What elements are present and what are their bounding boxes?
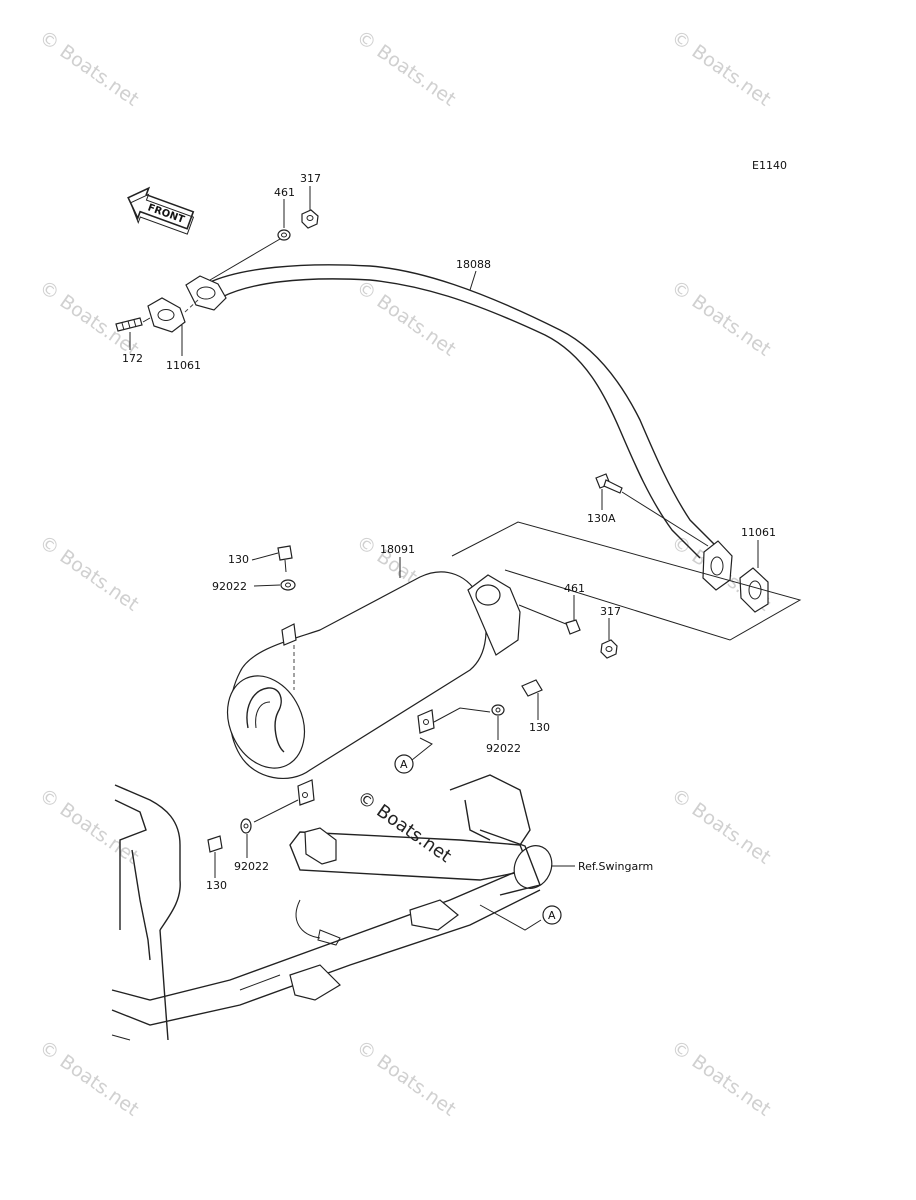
bolt-130-upper bbox=[277, 545, 293, 573]
label-washer-92022-right: 92022 bbox=[486, 742, 521, 755]
label-muffler: 18091 bbox=[380, 543, 415, 556]
callout-a-upper-label: A bbox=[400, 758, 408, 771]
stud-bolt bbox=[115, 317, 143, 332]
bolt-130-right bbox=[521, 679, 543, 697]
callout-a-upper: A bbox=[394, 754, 414, 774]
watermark: © Boats.net bbox=[667, 26, 775, 111]
washer-92022-right bbox=[491, 704, 505, 716]
label-washer-461-mid: 461 bbox=[564, 582, 585, 595]
watermark: © Boats.net bbox=[667, 276, 775, 361]
watermark: © Boats.net bbox=[35, 531, 143, 616]
muffler bbox=[226, 571, 521, 806]
watermark: © Boats.net bbox=[35, 276, 143, 361]
label-ref-swingarm: Ref.Swingarm bbox=[578, 860, 653, 873]
diagram-code: E1140 bbox=[752, 159, 787, 172]
watermark: © Boats.net bbox=[352, 1036, 460, 1121]
label-washer-top: 461 bbox=[274, 186, 295, 199]
nut-317-mid bbox=[600, 639, 618, 659]
watermark: © Boats.net bbox=[352, 276, 460, 361]
label-nut-top: 317 bbox=[300, 172, 321, 185]
callout-a-lower-label: A bbox=[548, 909, 556, 922]
watermark: © Boats.net bbox=[35, 784, 143, 869]
label-washer-92022-lower: 92022 bbox=[234, 860, 269, 873]
watermark: © Boats.net bbox=[352, 26, 460, 111]
label-gasket-front: 11061 bbox=[166, 359, 201, 372]
bolt-130a bbox=[595, 473, 623, 494]
gasket-front bbox=[147, 297, 186, 333]
label-gasket-rear: 11061 bbox=[741, 526, 776, 539]
callout-a-lower: A bbox=[542, 905, 562, 925]
front-arrow-icon: FRONT bbox=[127, 186, 195, 235]
label-stud: 172 bbox=[122, 352, 143, 365]
nut-top bbox=[301, 209, 319, 229]
exhaust-pipe bbox=[185, 264, 733, 591]
watermark: © Boats.net bbox=[667, 784, 775, 869]
label-exhaust-pipe: 18088 bbox=[456, 258, 491, 271]
washer-92022-upper bbox=[280, 579, 296, 591]
label-bolt-130-lower: 130 bbox=[206, 879, 227, 892]
watermark: © Boats.net bbox=[667, 1036, 775, 1121]
bolt-130-lower bbox=[207, 835, 223, 853]
washer-top bbox=[277, 229, 291, 241]
frame-swingarm bbox=[111, 774, 553, 1041]
washer-92022-lower bbox=[240, 818, 252, 834]
washer-461-mid bbox=[565, 619, 581, 635]
label-washer-92022-upper: 92022 bbox=[212, 580, 247, 593]
watermark: © Boats.net bbox=[35, 1036, 143, 1121]
label-bolt-130-right: 130 bbox=[529, 721, 550, 734]
label-bolt-130-upper: 130 bbox=[228, 553, 249, 566]
gasket-rear bbox=[739, 567, 769, 613]
label-nut-317-mid: 317 bbox=[600, 605, 621, 618]
watermark-center: © Boats.net bbox=[353, 787, 455, 867]
label-bolt-130a: 130A bbox=[587, 512, 616, 525]
watermark: © Boats.net bbox=[35, 26, 143, 111]
